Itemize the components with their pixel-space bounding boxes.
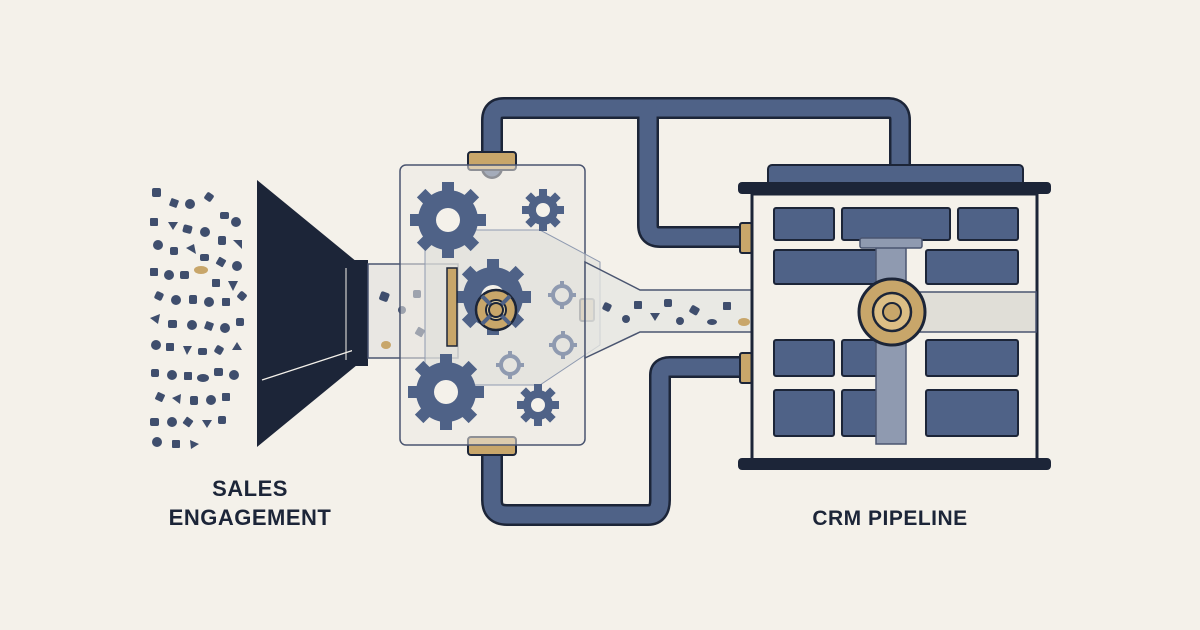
intake-funnel [257, 180, 368, 447]
gear-top-left-icon [410, 182, 486, 258]
sales-engagement-label: SALES ENGAGEMENT [150, 474, 350, 532]
return-pipes-fill [483, 99, 909, 524]
gear-bottom-right-icon [517, 384, 559, 426]
crm-pipeline-label: CRM PIPELINE [812, 507, 968, 530]
crm-cabinet [738, 164, 1051, 470]
gear-bottom-left-icon [408, 354, 484, 430]
scattered-leads-particles [150, 188, 247, 449]
gear-top-right-icon [522, 189, 564, 231]
gear-processor [399, 164, 601, 446]
source-label-line1: SALES [212, 476, 288, 501]
source-label-line2: ENGAGEMENT [168, 505, 332, 530]
